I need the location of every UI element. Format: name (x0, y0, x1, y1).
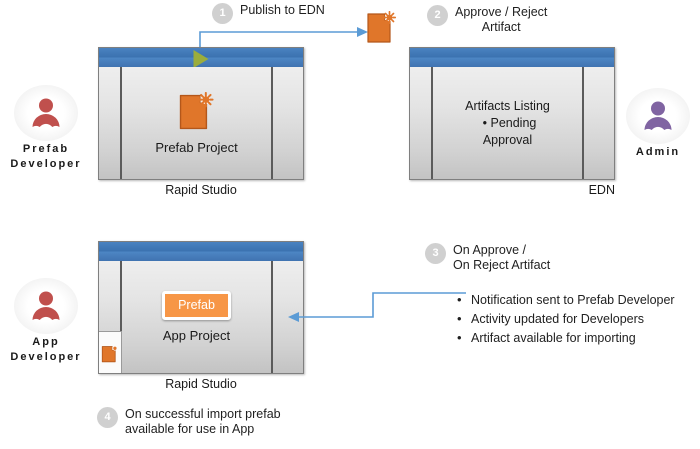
artifact-icon-published (366, 11, 398, 45)
center-pane-app: Prefab App Project (122, 261, 271, 373)
center-pane: Prefab Project (122, 67, 271, 179)
actor-app-developer-label: App Developer (0, 335, 92, 365)
window-rapid-studio-prefab[interactable]: Prefab Project (98, 47, 304, 180)
step-2-number: 2 (427, 5, 448, 26)
actor-admin-glow (626, 88, 690, 144)
actor-app-developer-line2: Developer (10, 351, 82, 363)
artifacts-listing: Artifacts Listing Pending Approval (465, 98, 550, 149)
right-pane (271, 67, 303, 179)
step-1: 1 Publish to EDN (212, 3, 325, 24)
caption-rapid-studio-app: Rapid Studio (165, 377, 237, 391)
play-triangle-icon[interactable] (193, 50, 209, 68)
center-pane-edn: Artifacts Listing Pending Approval (433, 67, 582, 179)
actor-app-developer-line1: App (32, 336, 60, 348)
person-icon (644, 101, 672, 130)
right-pane-app (271, 261, 303, 373)
actor-prefab-developer-line2: Developer (10, 158, 82, 170)
step-2-text: Approve / Reject Artifact (455, 5, 548, 34)
person-icon (32, 291, 60, 320)
artifacts-listing-title: Artifacts Listing (465, 98, 550, 113)
connector-notify-app-project (284, 288, 469, 324)
left-pane-app (99, 261, 122, 373)
caption-edn: EDN (588, 183, 615, 197)
window-title-bar-edn (410, 48, 614, 68)
actor-admin-line1: Admin (635, 146, 681, 158)
actor-prefab-developer-glow (14, 85, 78, 141)
step-3-number: 3 (425, 243, 446, 264)
imported-artifact-tab[interactable] (99, 331, 122, 373)
actor-app-developer: App Developer (0, 278, 92, 365)
actor-admin-label: Admin (612, 145, 700, 160)
caption-rapid-studio-prefab: Rapid Studio (165, 183, 237, 197)
artifact-icon-imported (101, 345, 117, 362)
list-item: Artifact available for importing (455, 329, 685, 347)
actor-prefab-developer-line1: Prefab (22, 143, 70, 155)
step-2: 2 Approve / Reject Artifact (427, 5, 547, 35)
notification-bullet-list: Notification sent to Prefab Developer Ac… (455, 291, 685, 349)
step-3: 3 On Approve / On Reject Artifact (425, 243, 550, 273)
window-edn[interactable]: Artifacts Listing Pending Approval (409, 47, 615, 180)
window-title-bar-app (99, 242, 303, 262)
actor-prefab-developer-label: Prefab Developer (0, 142, 92, 172)
project-label-prefab: Prefab Project (155, 139, 238, 155)
artifacts-listing-item-1: Approval (482, 132, 533, 147)
step-4-text: On successful import prefab available fo… (125, 407, 281, 436)
left-pane (99, 67, 122, 179)
window-body: Prefab Project (99, 67, 303, 179)
actor-admin: Admin (612, 88, 700, 160)
prefab-badge[interactable]: Prefab (162, 290, 231, 321)
person-icon (32, 98, 60, 127)
window-rapid-studio-app[interactable]: Prefab App Project (98, 241, 304, 374)
window-body-app: Prefab App Project (99, 261, 303, 373)
step-3-text: On Approve / On Reject Artifact (453, 243, 551, 272)
left-pane-edn (410, 67, 433, 179)
list-item: Activity updated for Developers (455, 310, 685, 328)
step-4: 4 On successful import prefab available … (97, 407, 281, 437)
step-4-number: 4 (97, 407, 118, 428)
window-title-bar (99, 48, 303, 68)
step-1-number: 1 (212, 3, 233, 24)
project-label-app: App Project (162, 328, 231, 344)
step-1-text: Publish to EDN (240, 3, 325, 17)
actor-prefab-developer: Prefab Developer (0, 85, 92, 172)
list-item: Notification sent to Prefab Developer (455, 291, 685, 309)
right-pane-edn (582, 67, 614, 179)
artifacts-listing-item-0: Pending (465, 115, 550, 132)
artifact-icon-prefab-project (178, 91, 216, 132)
window-body-edn: Artifacts Listing Pending Approval (410, 67, 614, 179)
actor-app-developer-glow (14, 278, 78, 334)
